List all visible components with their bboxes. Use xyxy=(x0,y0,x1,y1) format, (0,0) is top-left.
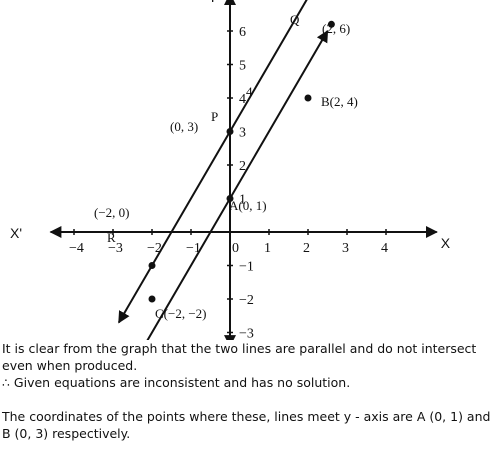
x-axis-label: X xyxy=(441,235,451,251)
caption-line-1: It is clear from the graph that the two … xyxy=(2,341,477,373)
label-2-6: (2, 6) xyxy=(322,21,350,36)
y-tick-label: 6 xyxy=(239,25,246,40)
x-tick-label: −4 xyxy=(69,241,84,256)
label-minus2-0: (−2, 0) xyxy=(94,205,130,220)
x-tick-label: 0 xyxy=(232,241,239,256)
label-c: C(−2, −2) xyxy=(155,306,207,321)
y-tick-label: −2 xyxy=(239,293,254,308)
label-p: P xyxy=(211,109,218,124)
point-b xyxy=(304,94,312,102)
point-a xyxy=(226,195,234,202)
label-a: A(0, 1) xyxy=(229,198,267,213)
caption-line-3: The coordinates of the points where thes… xyxy=(2,409,491,441)
point-2-6 xyxy=(327,20,335,28)
x-tick-label: 4 xyxy=(381,241,388,256)
point-minus2-0 xyxy=(148,262,156,269)
y-tick-label: 3 xyxy=(239,126,246,141)
x-tick-label: 3 xyxy=(342,241,349,256)
y-tick-label: −1 xyxy=(239,260,254,275)
x-axis-negative-label: X' xyxy=(10,225,22,241)
y-tick-label: −3 xyxy=(239,327,254,341)
label-4-near-y-axis: 4 xyxy=(246,84,253,99)
label-0-3: (0, 3) xyxy=(170,119,198,134)
point-c xyxy=(148,295,156,303)
explanation-text: It is clear from the graph that the two … xyxy=(2,340,499,442)
x-tick-label: 1 xyxy=(264,241,271,256)
point-0-3 xyxy=(226,128,234,135)
series-line-lower xyxy=(96,29,329,340)
y-axis-label: Y xyxy=(208,0,218,5)
label-r: R xyxy=(107,230,116,245)
x-tick-label: 2 xyxy=(303,241,310,256)
label-q: Q xyxy=(290,12,300,27)
y-tick-label: 5 xyxy=(239,59,246,74)
label-b: B(2, 4) xyxy=(321,94,358,109)
caption-line-2: ∴ Given equations are inconsistent and h… xyxy=(2,375,351,390)
